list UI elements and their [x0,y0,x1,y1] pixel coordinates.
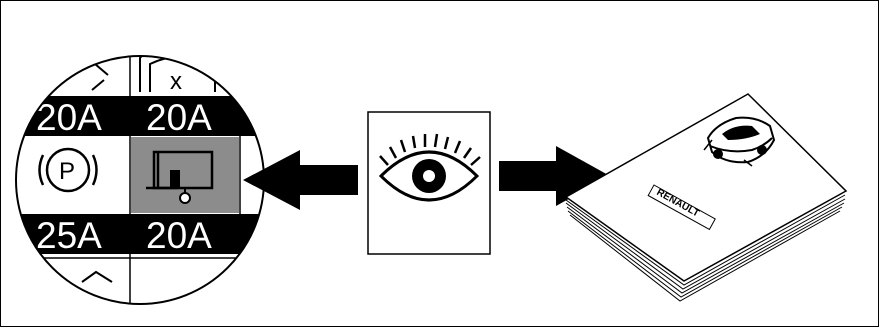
partial-symbol-top-right [260,60,264,92]
partial-symbol-bottom-left [81,270,113,283]
magnified-fuse-box: 20A 20A 10A 25A 20A 10 x P [16,56,324,304]
eye-icon [378,133,481,202]
trailer-socket-icon [146,150,214,204]
eye-box [367,111,491,255]
fuse-label-row1-1: 20A [36,97,102,138]
owners-manual: RENAULT [564,93,848,302]
fuse-label-row2-3: 10 [258,215,299,256]
fuse-label-row2-2: 20A [146,215,212,256]
fuse-label-row1-2: 20A [146,97,212,138]
parking-icon: P [38,147,98,193]
parking-symbol: P [59,158,75,185]
fuse-label-row1-3: 10A [258,97,324,138]
rear-wiper-symbol: x [170,68,182,95]
fuse-label-band-bottom [16,214,264,254]
car-icon [703,116,776,167]
fuse-label-row2-1: 25A [36,215,102,256]
arrow-left-icon [243,150,358,210]
fuse-label-band-top [16,96,264,136]
